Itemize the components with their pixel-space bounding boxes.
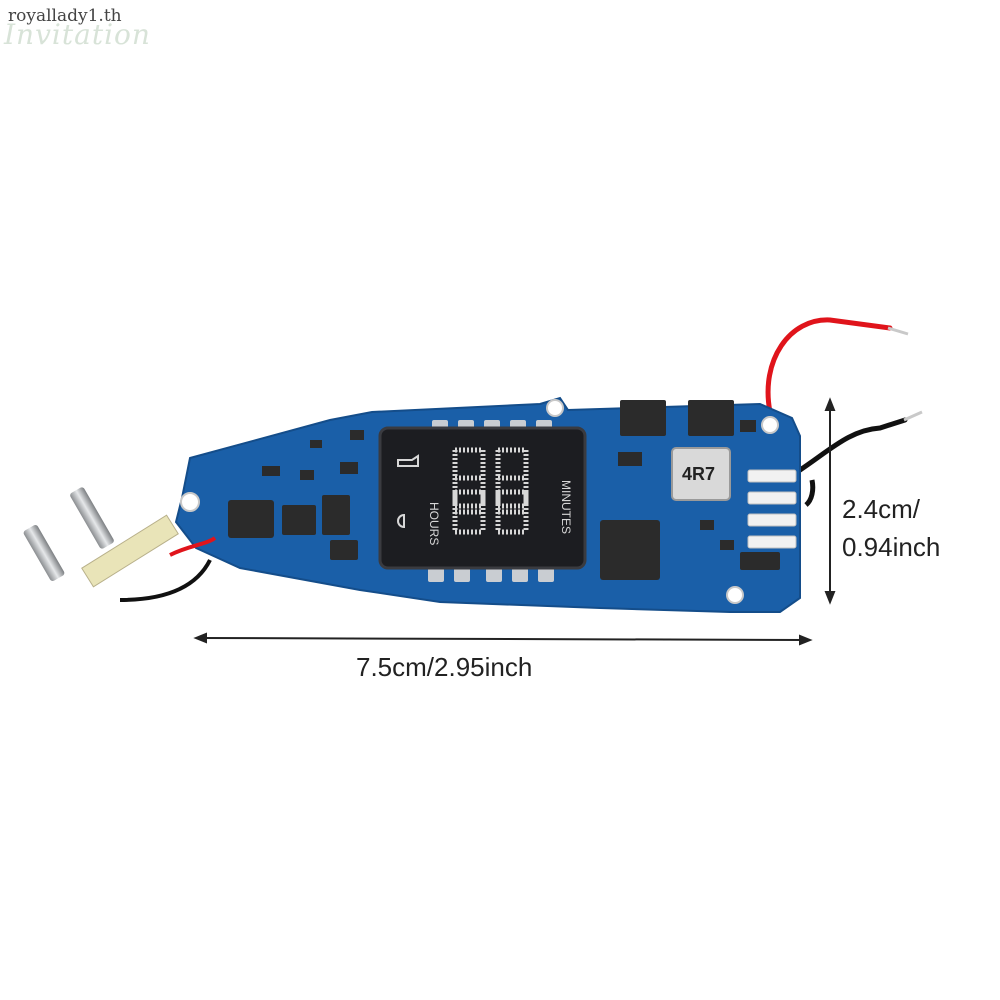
seven-segment-digits-bottom xyxy=(452,489,529,535)
lcd-hours-label: HOURS xyxy=(427,502,441,545)
height-dimension-cm: 2.4cm/ xyxy=(842,494,921,524)
watermark-script: Invitation xyxy=(4,18,151,51)
black-wire xyxy=(797,417,908,473)
mount-hole xyxy=(546,399,564,417)
led-bar xyxy=(747,469,797,549)
dimension-height-line xyxy=(824,397,836,605)
smd-components xyxy=(228,400,780,580)
lcd-icon-headlight xyxy=(397,513,405,529)
mount-hole xyxy=(180,492,200,512)
lcd-minutes-label: MINUTES xyxy=(559,480,573,534)
dimension-width-line xyxy=(193,632,813,646)
mount-hole xyxy=(761,416,779,434)
height-dimension-inch: 0.94inch xyxy=(842,532,941,562)
lcd-icon-oil xyxy=(397,454,419,467)
inductor xyxy=(671,447,731,501)
red-wire xyxy=(765,317,893,415)
mount-hole xyxy=(726,586,744,604)
height-dimension-label: 2.4cm/ 0.94inch xyxy=(842,490,940,566)
inductor-marking: 4R7 xyxy=(682,464,715,484)
width-dimension-label: 7.5cm/2.95inch xyxy=(356,652,533,682)
terminal-connector xyxy=(23,487,217,602)
watermark-shop: royallady1.th xyxy=(8,6,122,26)
